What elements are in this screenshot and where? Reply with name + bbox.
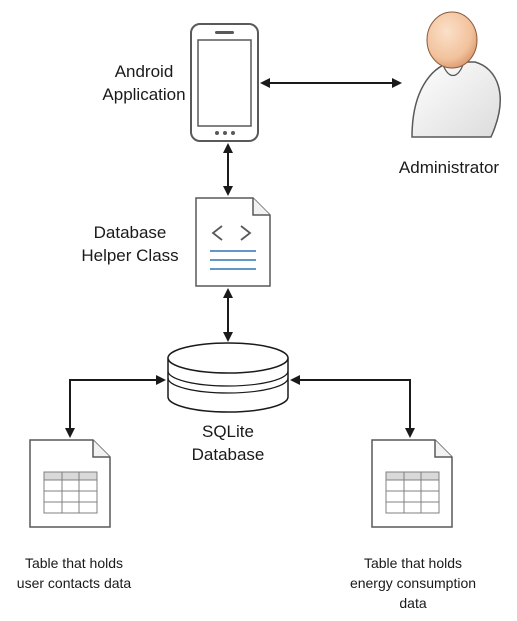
arrow-db-contacts (65, 375, 166, 438)
code-document-icon (195, 197, 271, 287)
smartphone-icon (190, 23, 259, 142)
energy-table-label: Table that holds energy consumption data (349, 555, 477, 611)
arrow-db-energy (290, 375, 415, 438)
administrator-label: Administrator (398, 158, 500, 177)
android-application-label: Android Application (102, 62, 186, 104)
person-icon (411, 11, 501, 138)
sqlite-database-label: SQLite Database (191, 422, 265, 464)
database-helper-class-label: Database Helper Class (81, 223, 179, 265)
table-document-icon (29, 439, 111, 528)
contacts-table-label: Table that holds user contacts data (16, 555, 132, 591)
database-icon (167, 342, 289, 413)
table-document-icon (371, 439, 453, 528)
